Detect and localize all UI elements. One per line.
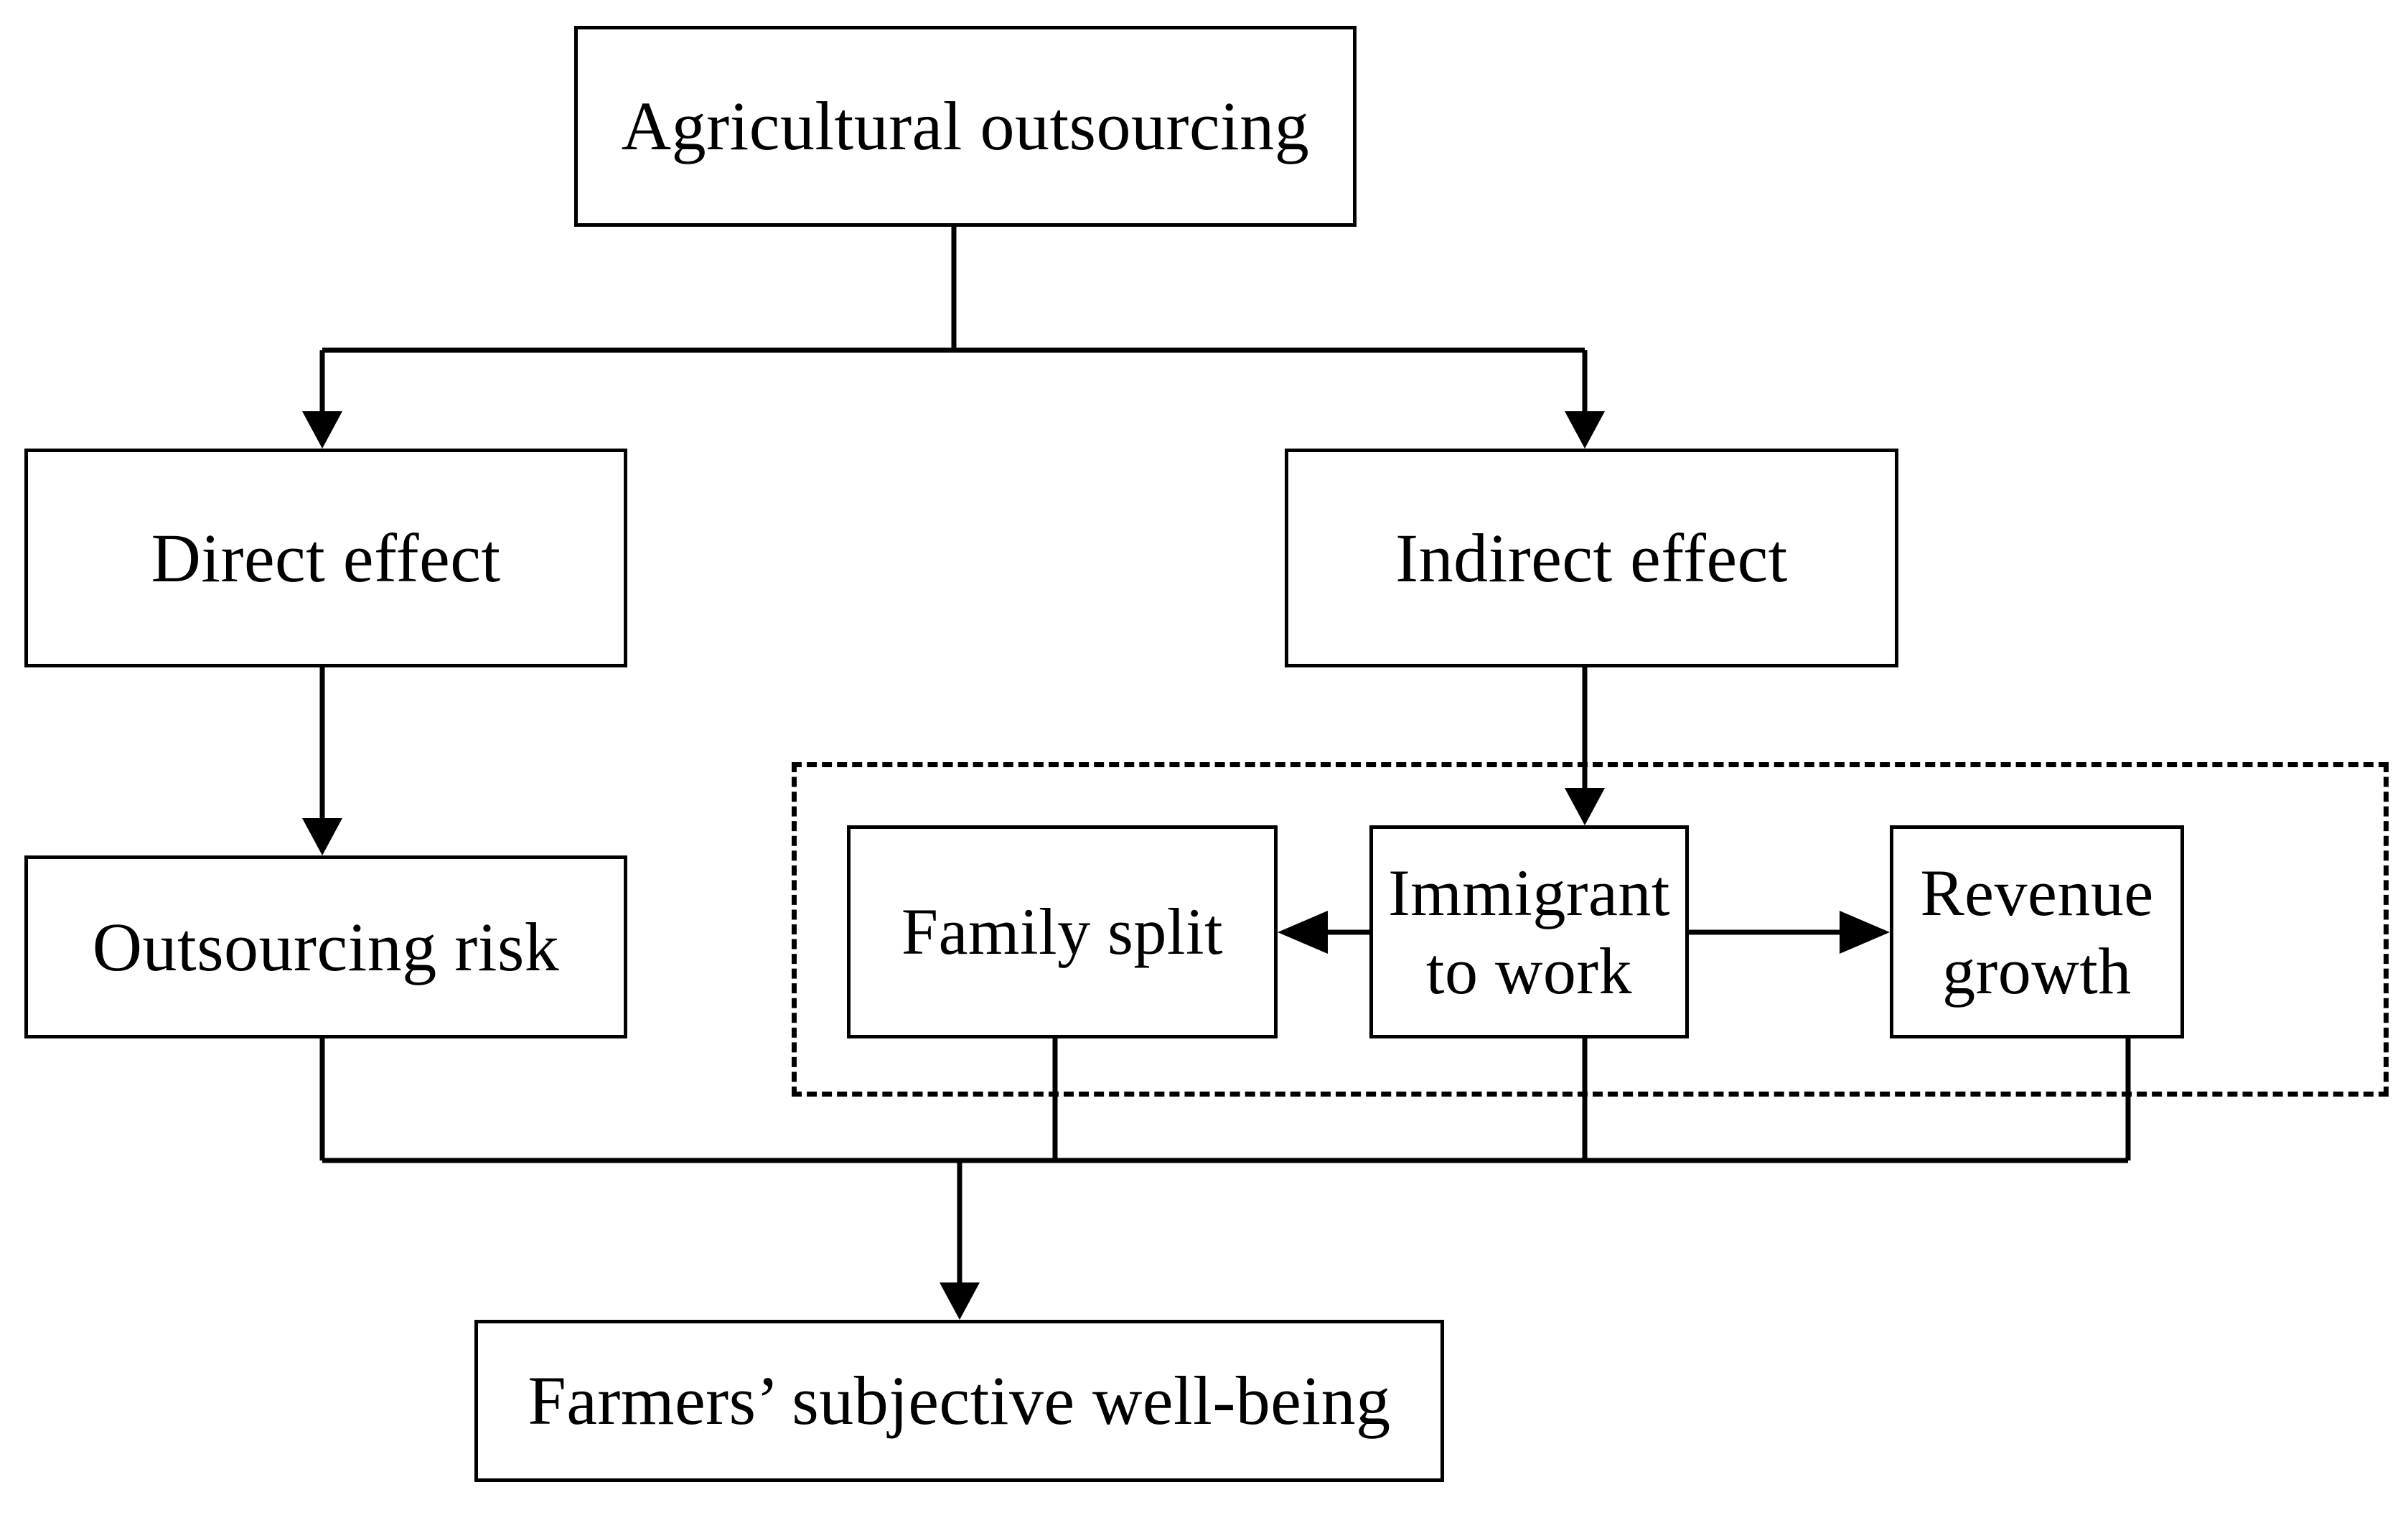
node-agricultural-outsourcing[interactable]: Agricultural outsourcing [574,26,1357,227]
node-label-agricultural-outsourcing: Agricultural outsourcing [621,88,1310,165]
node-outsourcing-risk[interactable]: Outsourcing risk [24,855,627,1038]
node-label-outsourcing-risk: Outsourcing risk [92,908,560,985]
arrowhead-revenue [1840,911,1890,954]
node-indirect-effect[interactable]: Indirect effect [1285,449,1898,667]
node-revenue-growth[interactable]: Revenue growth [1890,825,2184,1038]
node-label-direct-effect: Direct effect [151,519,501,596]
node-immigrant-to-work[interactable]: Immigrant to work [1369,825,1689,1038]
arrowhead-direct [302,411,342,449]
node-family-split[interactable]: Family split [847,825,1278,1038]
node-label-immigrant-to-work: Immigrant to work [1388,855,1670,1008]
arrowhead-wellbeing [940,1282,980,1320]
arrowhead-risk [302,818,342,855]
arrowhead-indirect [1565,411,1605,449]
arrowhead-immigrant [1565,788,1605,825]
node-direct-effect[interactable]: Direct effect [24,449,627,667]
node-label-revenue-growth: Revenue growth [1920,855,2154,1008]
arrowheads [302,411,1890,1320]
arrowhead-family [1278,911,1328,954]
mediator-group-dashed-box [792,762,2389,1097]
node-label-indirect-effect: Indirect effect [1395,519,1788,596]
node-farmers-subjective-well-being[interactable]: Farmers’ subjective well-being [474,1320,1444,1482]
node-label-family-split: Family split [901,895,1224,969]
node-label-farmers-subjective-well-being: Farmers’ subjective well-being [528,1362,1391,1440]
